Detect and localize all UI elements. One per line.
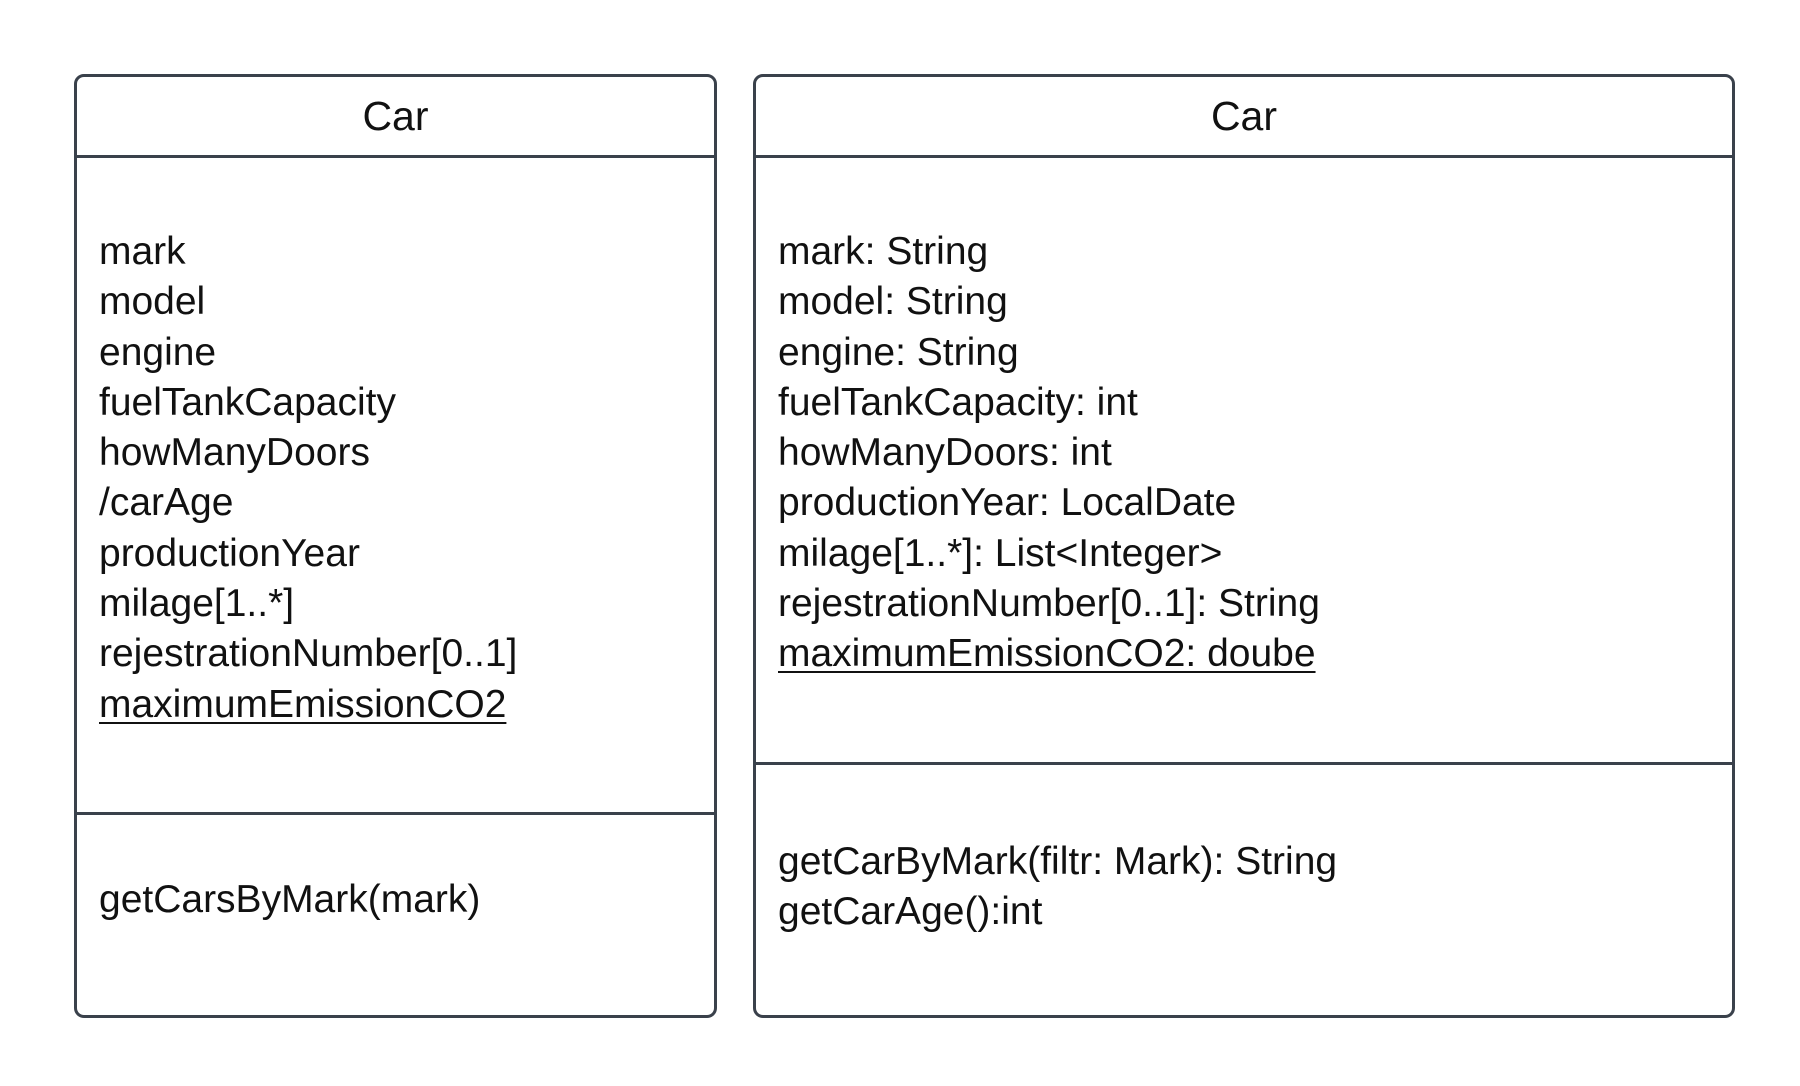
operations-compartment: getCarsByMark(mark) [77,815,714,1015]
attribute: model: String [778,280,1008,324]
operations-compartment: getCarByMark(filtr: Mark): String getCar… [756,765,1732,1015]
attribute: howManyDoors [99,431,370,475]
uml-class-car-untyped: Car mark model engine fuelTankCapacity h… [74,74,717,1018]
attribute: fuelTankCapacity: int [778,380,1138,424]
attribute: engine [99,330,217,374]
attribute: mark: String [778,230,989,273]
attribute: engine: String [778,330,1019,374]
static-attribute: maximumEmissionCO2 [99,682,507,726]
class-name: Car [362,92,429,139]
attribute: productionYear [99,531,360,575]
derived-attribute: /carAge [99,481,234,525]
attributes-compartment: mark: String model: String engine: Strin… [756,158,1732,765]
attributes-compartment: mark model engine fuelTankCapacity howMa… [77,158,714,815]
attribute: rejestrationNumber[0..1]: String [778,582,1320,626]
attribute: model [99,280,206,324]
operation: getCarByMark(filtr: Mark): String [778,840,1338,883]
static-attribute: maximumEmissionCO2: doube [778,632,1316,676]
class-name: Car [1210,92,1278,139]
uml-class-car-typed: Car mark: String model: String engine: S… [753,74,1735,1018]
attribute: howManyDoors: int [778,431,1112,475]
class-name-compartment: Car [77,77,714,158]
class-name-compartment: Car [756,77,1732,158]
attribute: milage[1..*] [99,582,295,626]
attribute: fuelTankCapacity [99,380,396,424]
operation: getCarsByMark(mark) [99,878,481,921]
attribute: productionYear: LocalDate [778,481,1237,525]
attribute: rejestrationNumber[0..1] [99,632,518,676]
attribute: mark [99,230,186,273]
attribute: milage[1..*]: List<Integer> [778,531,1223,575]
operation: getCarAge():int [778,890,1043,934]
